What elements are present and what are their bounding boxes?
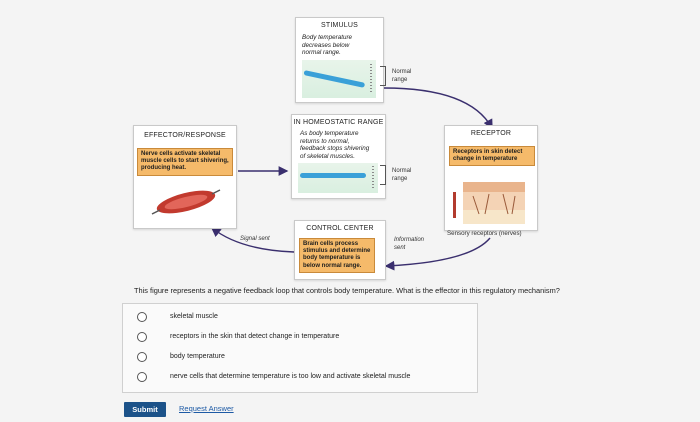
information-sent-label: Information sent [394, 237, 425, 251]
bracket-top [380, 66, 386, 86]
effector-text: Nerve cells activate skeletal muscle cel… [137, 148, 233, 176]
option-radio-4[interactable] [137, 372, 147, 382]
normal-range-top: Normal range [392, 69, 412, 83]
control-box: CONTROL CENTER Brain cells process stimu… [294, 220, 386, 280]
stimulus-thermometer [302, 60, 376, 98]
submit-button[interactable]: Submit [124, 402, 166, 417]
homeostatic-temperature-bar [300, 173, 366, 178]
option-label-3[interactable]: body temperature [170, 353, 225, 360]
stimulus-text: Body temperature decreases below normal … [302, 34, 353, 57]
receptor-title: RECEPTOR [470, 130, 512, 137]
receptor-caption: Sensory receptors (nerves) [447, 230, 522, 237]
effector-box: EFFECTOR/RESPONSE Nerve cells activate s… [133, 125, 237, 229]
options-panel: skeletal muscle receptors in the skin th… [122, 303, 478, 393]
muscle-illustration [151, 189, 221, 215]
stimulus-scale [370, 64, 372, 94]
option-label-2[interactable]: receptors in the skin that detect change… [170, 333, 340, 340]
stimulus-title: STIMULUS [321, 22, 358, 29]
bracket-mid [380, 165, 386, 185]
effector-title: EFFECTOR/RESPONSE [144, 132, 226, 139]
homeostatic-text: As body temperature returns to normal, f… [300, 130, 370, 160]
option-label-1[interactable]: skeletal muscle [170, 313, 218, 320]
control-text: Brain cells process stimulus and determi… [299, 238, 375, 273]
question-text: This figure represents a negative feedba… [134, 286, 560, 295]
homeostatic-thermometer [298, 163, 378, 193]
option-radio-3[interactable] [137, 352, 147, 362]
option-radio-1[interactable] [137, 312, 147, 322]
option-radio-2[interactable] [137, 332, 147, 342]
homeostatic-title: IN HOMEOSTATIC RANGE [293, 119, 384, 126]
receptor-marker [453, 192, 456, 218]
request-answer-link[interactable]: Request Answer [179, 404, 234, 413]
arrow-stimulus-to-receptor [383, 87, 493, 130]
option-label-4[interactable]: nerve cells that determine temperature i… [170, 373, 411, 380]
arrow-receptor-to-control [384, 237, 491, 271]
signal-sent-label: Signal sent [240, 236, 270, 242]
receptor-text: Receptors in skin detect change in tempe… [449, 146, 535, 167]
homeostatic-scale [372, 166, 374, 190]
homeostatic-box: IN HOMEOSTATIC RANGE As body temperature… [291, 114, 386, 199]
skin-illustration [463, 182, 525, 224]
stimulus-box: STIMULUS Body temperature decreases belo… [295, 17, 384, 103]
normal-range-mid: Normal range [392, 168, 412, 182]
stimulus-temperature-bar [303, 70, 366, 88]
arrow-control-to-effector [210, 227, 295, 253]
receptor-box: RECEPTOR Receptors in skin detect change… [444, 125, 538, 231]
control-title: CONTROL CENTER [306, 225, 374, 232]
